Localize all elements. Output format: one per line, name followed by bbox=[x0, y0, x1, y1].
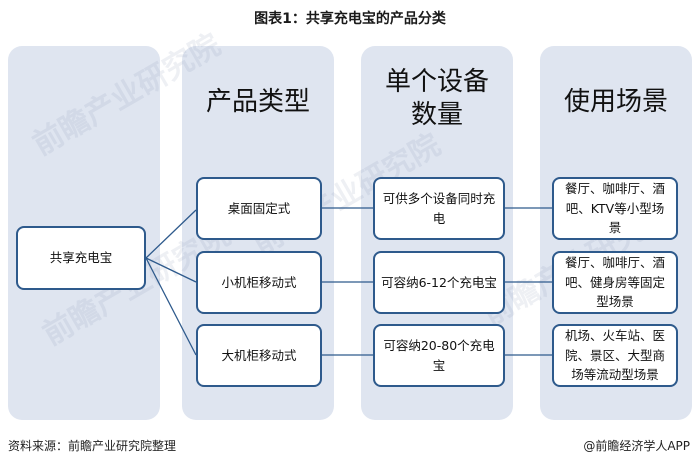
type-node-small-cabinet: 小机柜移动式 bbox=[196, 251, 322, 314]
connector-root-row2 bbox=[145, 257, 197, 283]
type-node-label: 大机柜移动式 bbox=[221, 347, 297, 363]
brand-credit: @前瞻经济学人APP bbox=[583, 439, 690, 453]
count-node-large-cabinet: 可容纳20-80个充电宝 bbox=[373, 324, 505, 387]
count-node-label: 可容纳20-80个充电宝 bbox=[383, 338, 495, 373]
scene-column-header: 使用场景 bbox=[563, 87, 668, 117]
scene-node-small-cabinet: 餐厅、咖啡厅、酒吧、健身房等固定型场景 bbox=[552, 251, 678, 314]
scene-node-desktop: 餐厅、咖啡厅、酒吧、KTV等小型场景 bbox=[552, 177, 678, 240]
connector-root-row3 bbox=[145, 257, 197, 356]
root-node-label: 共享充电宝 bbox=[49, 250, 113, 266]
scene-node-label: 机场、火车站、医院、景区、大型商场等流动型场景 bbox=[564, 328, 665, 383]
count-node-desktop: 可供多个设备同时充电 bbox=[373, 177, 505, 240]
chart-title: 图表1：共享充电宝的产品分类 bbox=[254, 11, 446, 27]
type-node-label: 桌面固定式 bbox=[227, 200, 291, 216]
count-node-label: 可容纳6-12个充电宝 bbox=[381, 274, 497, 290]
type-node-desktop: 桌面固定式 bbox=[196, 177, 322, 240]
scene-node-label: 餐厅、咖啡厅、酒吧、健身房等固定型场景 bbox=[564, 255, 665, 310]
count-column-header: 单个设备数量 bbox=[385, 67, 490, 131]
type-node-label: 小机柜移动式 bbox=[221, 274, 297, 290]
scene-node-large-cabinet: 机场、火车站、医院、景区、大型商场等流动型场景 bbox=[552, 324, 678, 387]
count-node-label: 可供多个设备同时充电 bbox=[382, 191, 496, 226]
type-node-large-cabinet: 大机柜移动式 bbox=[196, 324, 322, 387]
count-node-small-cabinet: 可容纳6-12个充电宝 bbox=[373, 251, 505, 314]
scene-node-label: 餐厅、咖啡厅、酒吧、KTV等小型场景 bbox=[564, 181, 665, 236]
connector-root-row1 bbox=[145, 209, 197, 259]
source-note: 资料来源：前瞻产业研究院整理 bbox=[8, 439, 177, 453]
root-node: 共享充电宝 bbox=[16, 226, 146, 290]
type-column-header: 产品类型 bbox=[205, 87, 310, 117]
